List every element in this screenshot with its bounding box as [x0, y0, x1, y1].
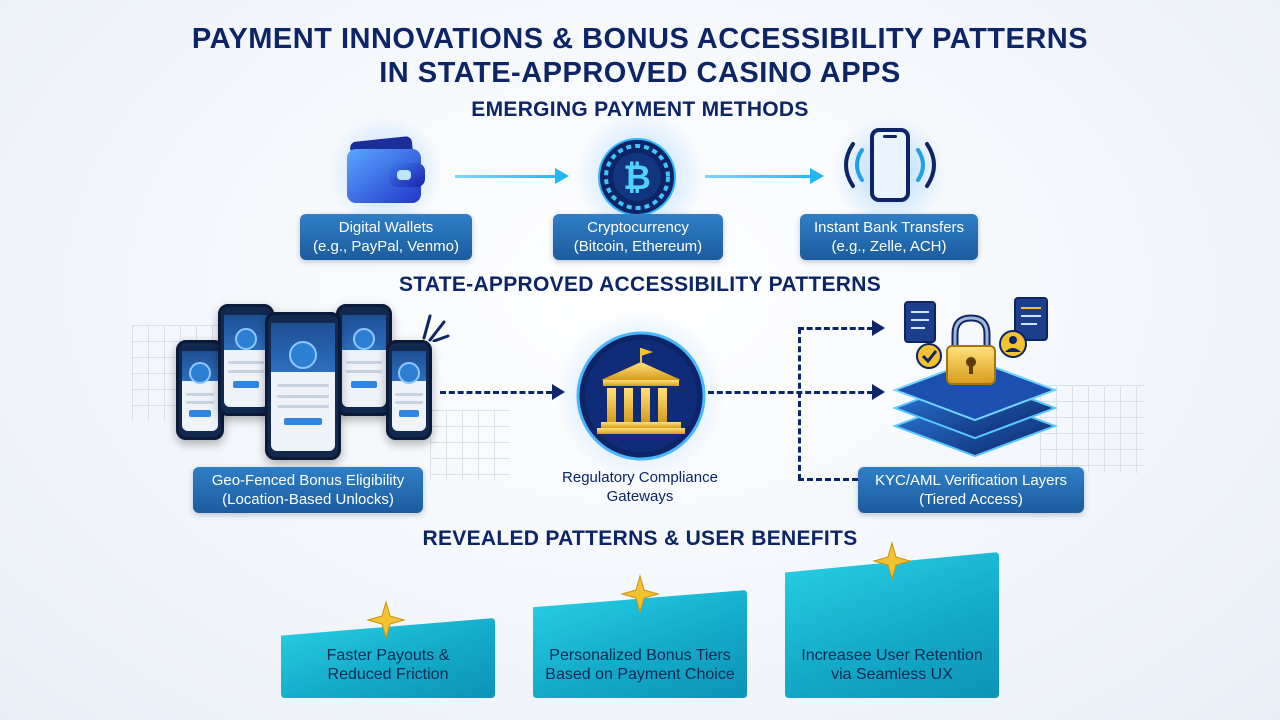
phone-mockup-2 [218, 304, 274, 416]
section-emerging-payments-heading: EMERGING PAYMENT METHODS [471, 98, 809, 121]
arrow-crypto-to-bank [705, 168, 824, 184]
arrow-wallet-to-crypto [455, 168, 569, 184]
section-accessibility-heading: STATE-APPROVED ACCESSIBILITY PATTERNS [398, 273, 882, 296]
bitcoin-icon: ₿ [597, 137, 677, 217]
arrowhead-branch-top [872, 320, 885, 336]
kyc-layers-icon [885, 296, 1065, 466]
benefit-card-personalized-tiers: Personalized Bonus Tiers Based on Paymen… [533, 590, 747, 698]
title-line-2: IN STATE-APPROVED CASINO APPS [379, 57, 901, 89]
sparkle-icon [366, 600, 406, 640]
dashed-branch-top [798, 327, 873, 330]
digital-wallets-label: Digital Wallets (e.g., PayPal, Venmo) [300, 214, 472, 260]
instant-bank-transfers-label: Instant Bank Transfers (e.g., Zelle, ACH… [800, 214, 978, 260]
svg-text:₿: ₿ [623, 158, 651, 198]
bank-building-icon [575, 330, 707, 462]
kyc-aml-label: KYC/AML Verification Layers (Tiered Acce… [858, 467, 1084, 513]
arrowhead-gateway-to-kyc [872, 384, 885, 400]
geo-fenced-bonus-label: Geo-Fenced Bonus Eligibility (Location-B… [193, 467, 423, 513]
regulatory-compliance-label: Regulatory Compliance Gateways [562, 469, 718, 505]
title-line-1: PAYMENT INNOVATIONS & BONUS ACCESSIBILIT… [191, 23, 1089, 55]
grid-decoration-left-bottom [430, 410, 510, 480]
dashed-branch-vertical [798, 328, 801, 480]
cryptocurrency-label: Cryptocurrency (Bitcoin, Ethereum) [553, 214, 723, 260]
dashed-arrow-gateway-to-kyc [708, 391, 873, 394]
contactless-phone-icon [838, 128, 942, 214]
sparkle-icon [872, 541, 912, 581]
sparkle-icon [620, 574, 660, 614]
page-title: PAYMENT INNOVATIONS & BONUS ACCESSIBILIT… [0, 22, 1280, 90]
phone-mockup-main [265, 312, 341, 460]
wallet-icon [345, 135, 427, 207]
dashed-branch-bottom [798, 478, 858, 481]
dashed-arrow-geo-to-gateway [440, 391, 552, 394]
section-revealed-heading: REVEALED PATTERNS & USER BENEFITS [422, 527, 858, 550]
phone-mockup-1 [176, 340, 224, 440]
burst-lines-icon [420, 312, 450, 343]
phone-mockup-3 [336, 304, 392, 416]
phone-mockup-4 [386, 340, 432, 440]
grid-decoration-right [1040, 385, 1144, 473]
